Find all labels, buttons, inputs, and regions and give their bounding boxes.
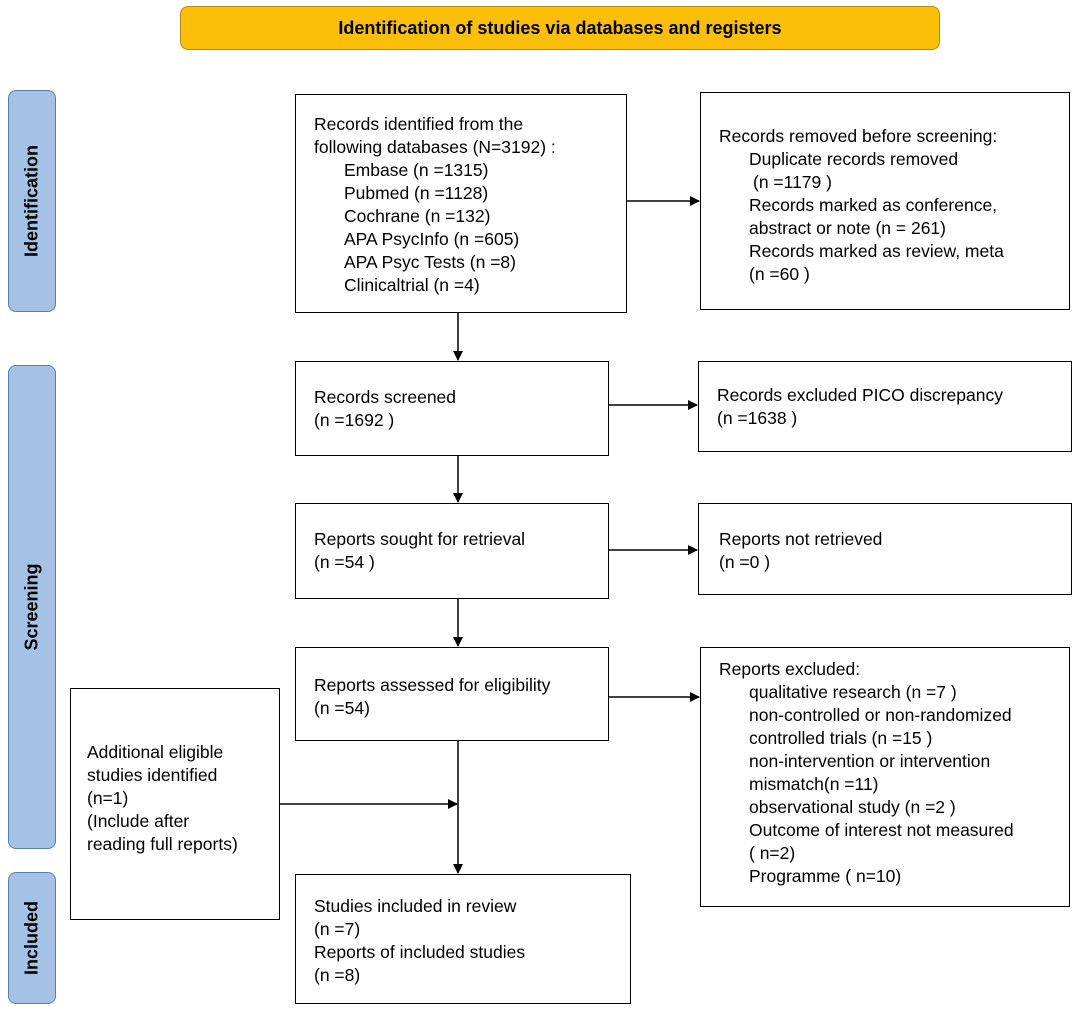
box-line: Additional eligible <box>87 742 224 762</box>
box-line: (n=1) <box>87 788 129 808</box>
box-line: (n =1692 ) <box>314 410 395 430</box>
records-identified-box: Records identified from the following da… <box>295 94 627 313</box>
box-line: Embase (n =1315) <box>344 160 489 180</box>
box-line: non-controlled or non-randomized <box>749 705 1012 725</box>
box-line: controlled trials (n =15 ) <box>749 728 933 748</box>
box-line: Records marked as review, meta <box>749 241 1004 261</box>
phase-screening: Screening <box>8 365 56 849</box>
section-header: Identification of studies via databases … <box>180 6 940 50</box>
box-line: Studies included in review <box>314 896 517 916</box>
box-line: Reports of included studies <box>314 942 526 962</box>
box-line: (n =7) <box>314 919 361 939</box>
reports-sought-box: Reports sought for retrieval (n =54 ) <box>295 503 609 599</box>
box-line: Pubmed (n =1128) <box>344 183 489 203</box>
box-line: Cochrane (n =132) <box>344 206 491 226</box>
box-line: Programme ( n=10) <box>749 866 902 886</box>
box-line: studies identified <box>87 765 218 785</box>
box-line: Records removed before screening: <box>719 126 998 146</box>
box-line: Reports not retrieved <box>719 529 883 549</box>
box-line: (n =1638 ) <box>717 408 798 428</box>
studies-included-box: Studies included in review (n =7) Report… <box>295 874 631 1004</box>
box-line: Clinicaltrial (n =4) <box>344 275 480 295</box>
reports-not-retrieved-box: Reports not retrieved (n =0 ) <box>698 503 1072 595</box>
box-line: Duplicate records removed <box>749 149 959 169</box>
records-excluded-box: Records excluded PICO discrepancy (n =16… <box>698 361 1072 452</box>
records-removed-box: Records removed before screening: Duplic… <box>700 92 1070 310</box>
box-line: APA PsycInfo (n =605) <box>344 229 520 249</box>
box-line: Records identified from the <box>314 114 524 134</box>
reports-excluded-box: Reports excluded: qualitative research (… <box>700 647 1070 907</box>
box-line: (Include after <box>87 811 190 831</box>
box-line: non-intervention or intervention <box>749 751 991 771</box>
box-line: (n =1179 ) <box>753 172 832 192</box>
box-line: qualitative research (n =7 ) <box>749 682 957 702</box>
reports-assessed-box: Reports assessed for eligibility (n =54) <box>295 647 609 741</box>
box-line: (n =0 ) <box>719 552 771 572</box>
box-line: Outcome of interest not measured <box>749 820 1014 840</box>
box-line: (n =54 ) <box>314 552 375 572</box>
box-line: Records marked as conference, <box>749 195 998 215</box>
box-line: reading full reports) <box>87 834 238 854</box>
box-line: abstract or note (n = 261) <box>749 218 946 238</box>
header-title: Identification of studies via databases … <box>338 17 782 38</box>
phase-identification: Identification <box>8 90 56 312</box>
box-line: Reports excluded: <box>719 659 861 679</box>
box-line: mismatch(n =11) <box>749 774 879 794</box>
box-line: Records excluded PICO discrepancy <box>717 385 1003 405</box>
box-line: (n =8) <box>314 965 361 985</box>
box-line: Reports sought for retrieval <box>314 529 526 549</box>
box-line: observational study (n =2 ) <box>749 797 956 817</box>
box-line: (n =54) <box>314 698 370 718</box>
additional-studies-box: Additional eligible studies identified (… <box>70 688 280 920</box>
box-line: Reports assessed for eligibility <box>314 675 551 695</box>
box-line: following databases (N=3192) : <box>314 137 556 157</box>
box-line: (n =60 ) <box>749 264 810 284</box>
box-line: APA Psyc Tests (n =8) <box>344 252 516 272</box>
box-line: ( n=2) <box>749 843 796 863</box>
records-screened-box: Records screened (n =1692 ) <box>295 361 609 456</box>
box-line: Records screened <box>314 387 457 407</box>
phase-included: Included <box>8 872 56 1004</box>
